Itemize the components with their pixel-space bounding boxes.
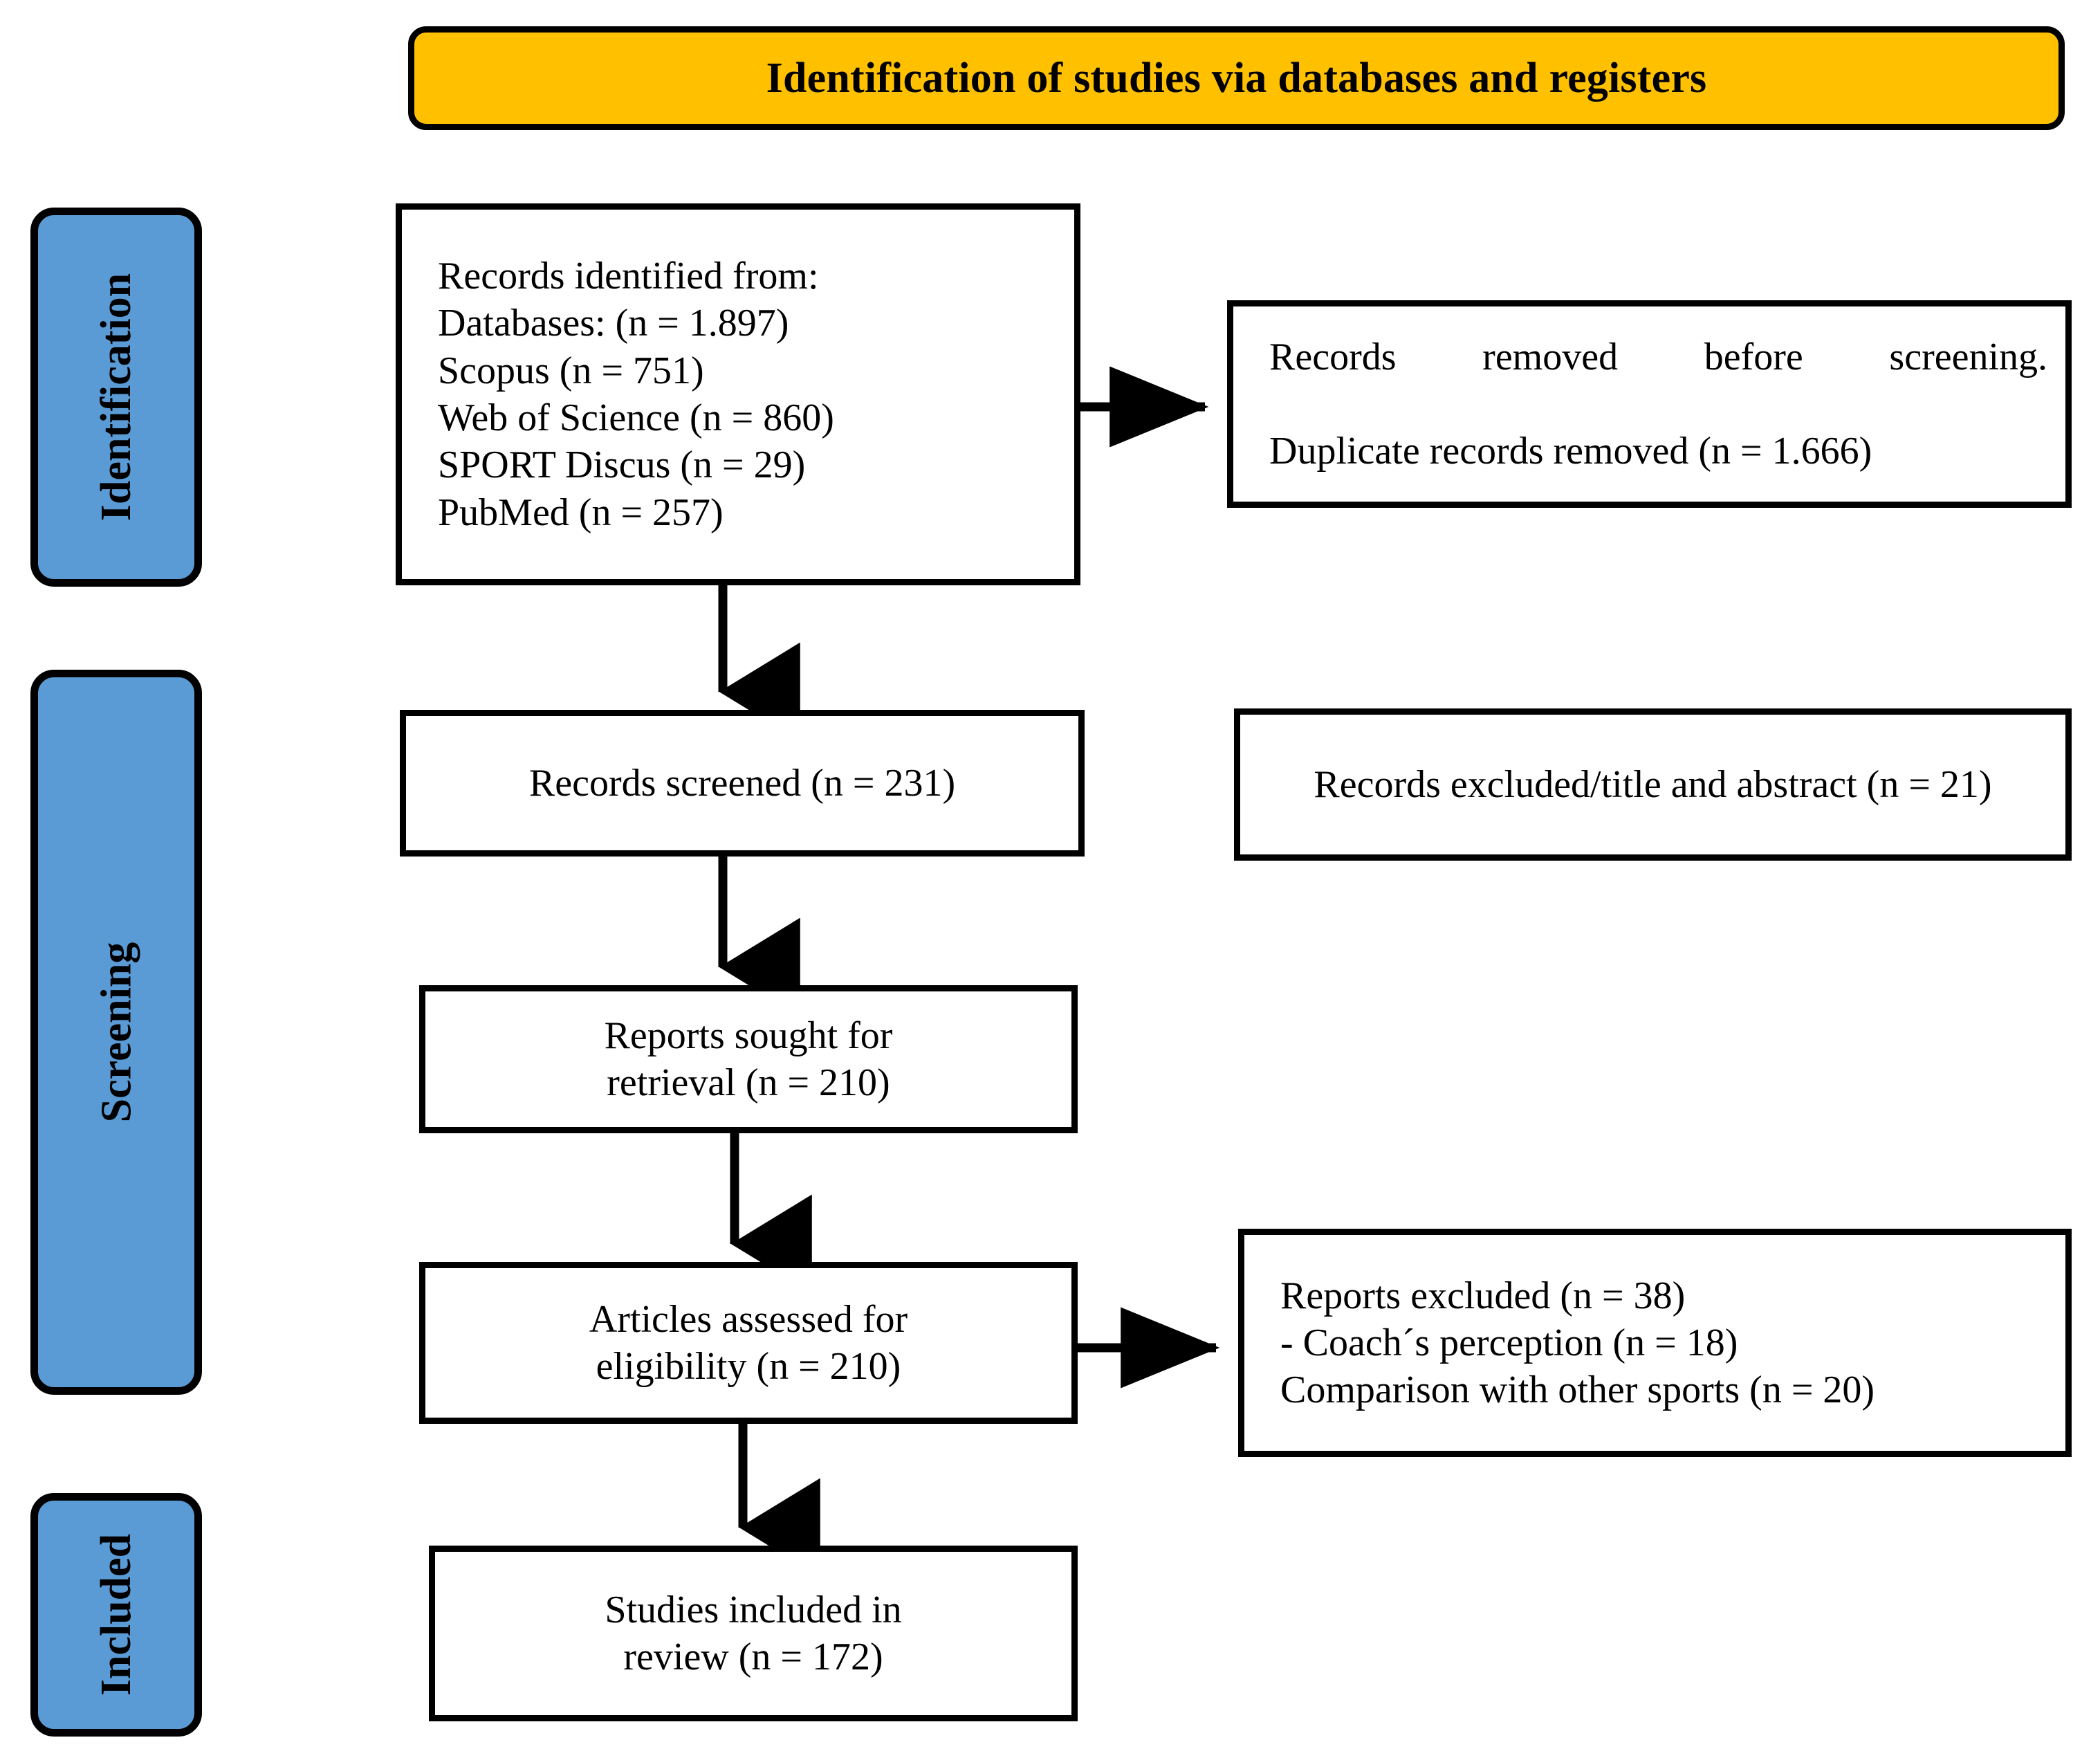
box-line: Records excluded/title and abstract (n =… [1314,762,1992,806]
box-reports-excluded: Reports excluded (n = 38) - Coach´s perc… [1238,1229,2072,1457]
box-line: Articles assessed for [589,1297,908,1341]
box-line: Studies included in [605,1588,902,1631]
box-line: SPORT Discus (n = 29) [438,443,806,487]
box-line: Comparison with other sports (n = 20) [1280,1368,1875,1412]
box-records-identified: Records identified from: Databases: (n =… [396,203,1080,585]
stage-label-included: Included [93,1533,140,1696]
box-line: PubMed (n = 257) [438,491,724,534]
box-line: Web of Science (n = 860) [438,396,834,439]
stage-tab-screening: Screening [30,670,202,1395]
box-reports-sought-retrieval: Reports sought for retrieval (n = 210) [419,985,1078,1133]
box-line: Scopus (n = 751) [438,349,704,392]
box-line: Reports excluded (n = 38) [1280,1274,1686,1317]
box-records-removed: Records removed before screening. Duplic… [1227,300,2072,508]
diagram-title: Identification of studies via databases … [766,55,1707,102]
box-line: Duplicate records removed (n = 1.666) [1269,430,1872,473]
box-studies-included-review: Studies included in review (n = 172) [429,1546,1078,1721]
box-line: - Coach´s perception (n = 18) [1280,1321,1738,1364]
stage-label-identification: Identification [93,273,140,522]
stage-tab-identification: Identification [30,208,202,587]
box-line: Reports sought for [604,1014,893,1057]
stage-label-screening: Screening [93,942,140,1123]
stage-tab-included: Included [30,1493,202,1737]
box-line: review (n = 172) [623,1636,883,1678]
box-line: Records screened (n = 231) [528,761,956,805]
box-line: Databases: (n = 1.897) [438,302,789,345]
box-line: eligibility (n = 210) [596,1345,901,1388]
box-line: Records removed before screening. [1269,335,2047,378]
box-line: Records identified from: [438,255,819,298]
box-records-excluded-title-abstract: Records excluded/title and abstract (n =… [1234,708,2072,861]
diagram-header-banner: Identification of studies via databases … [408,26,2065,130]
box-line: retrieval (n = 210) [607,1061,890,1104]
box-articles-assessed-eligibility: Articles assessed for eligibility (n = 2… [419,1262,1078,1424]
box-records-screened: Records screened (n = 231) [400,710,1085,857]
